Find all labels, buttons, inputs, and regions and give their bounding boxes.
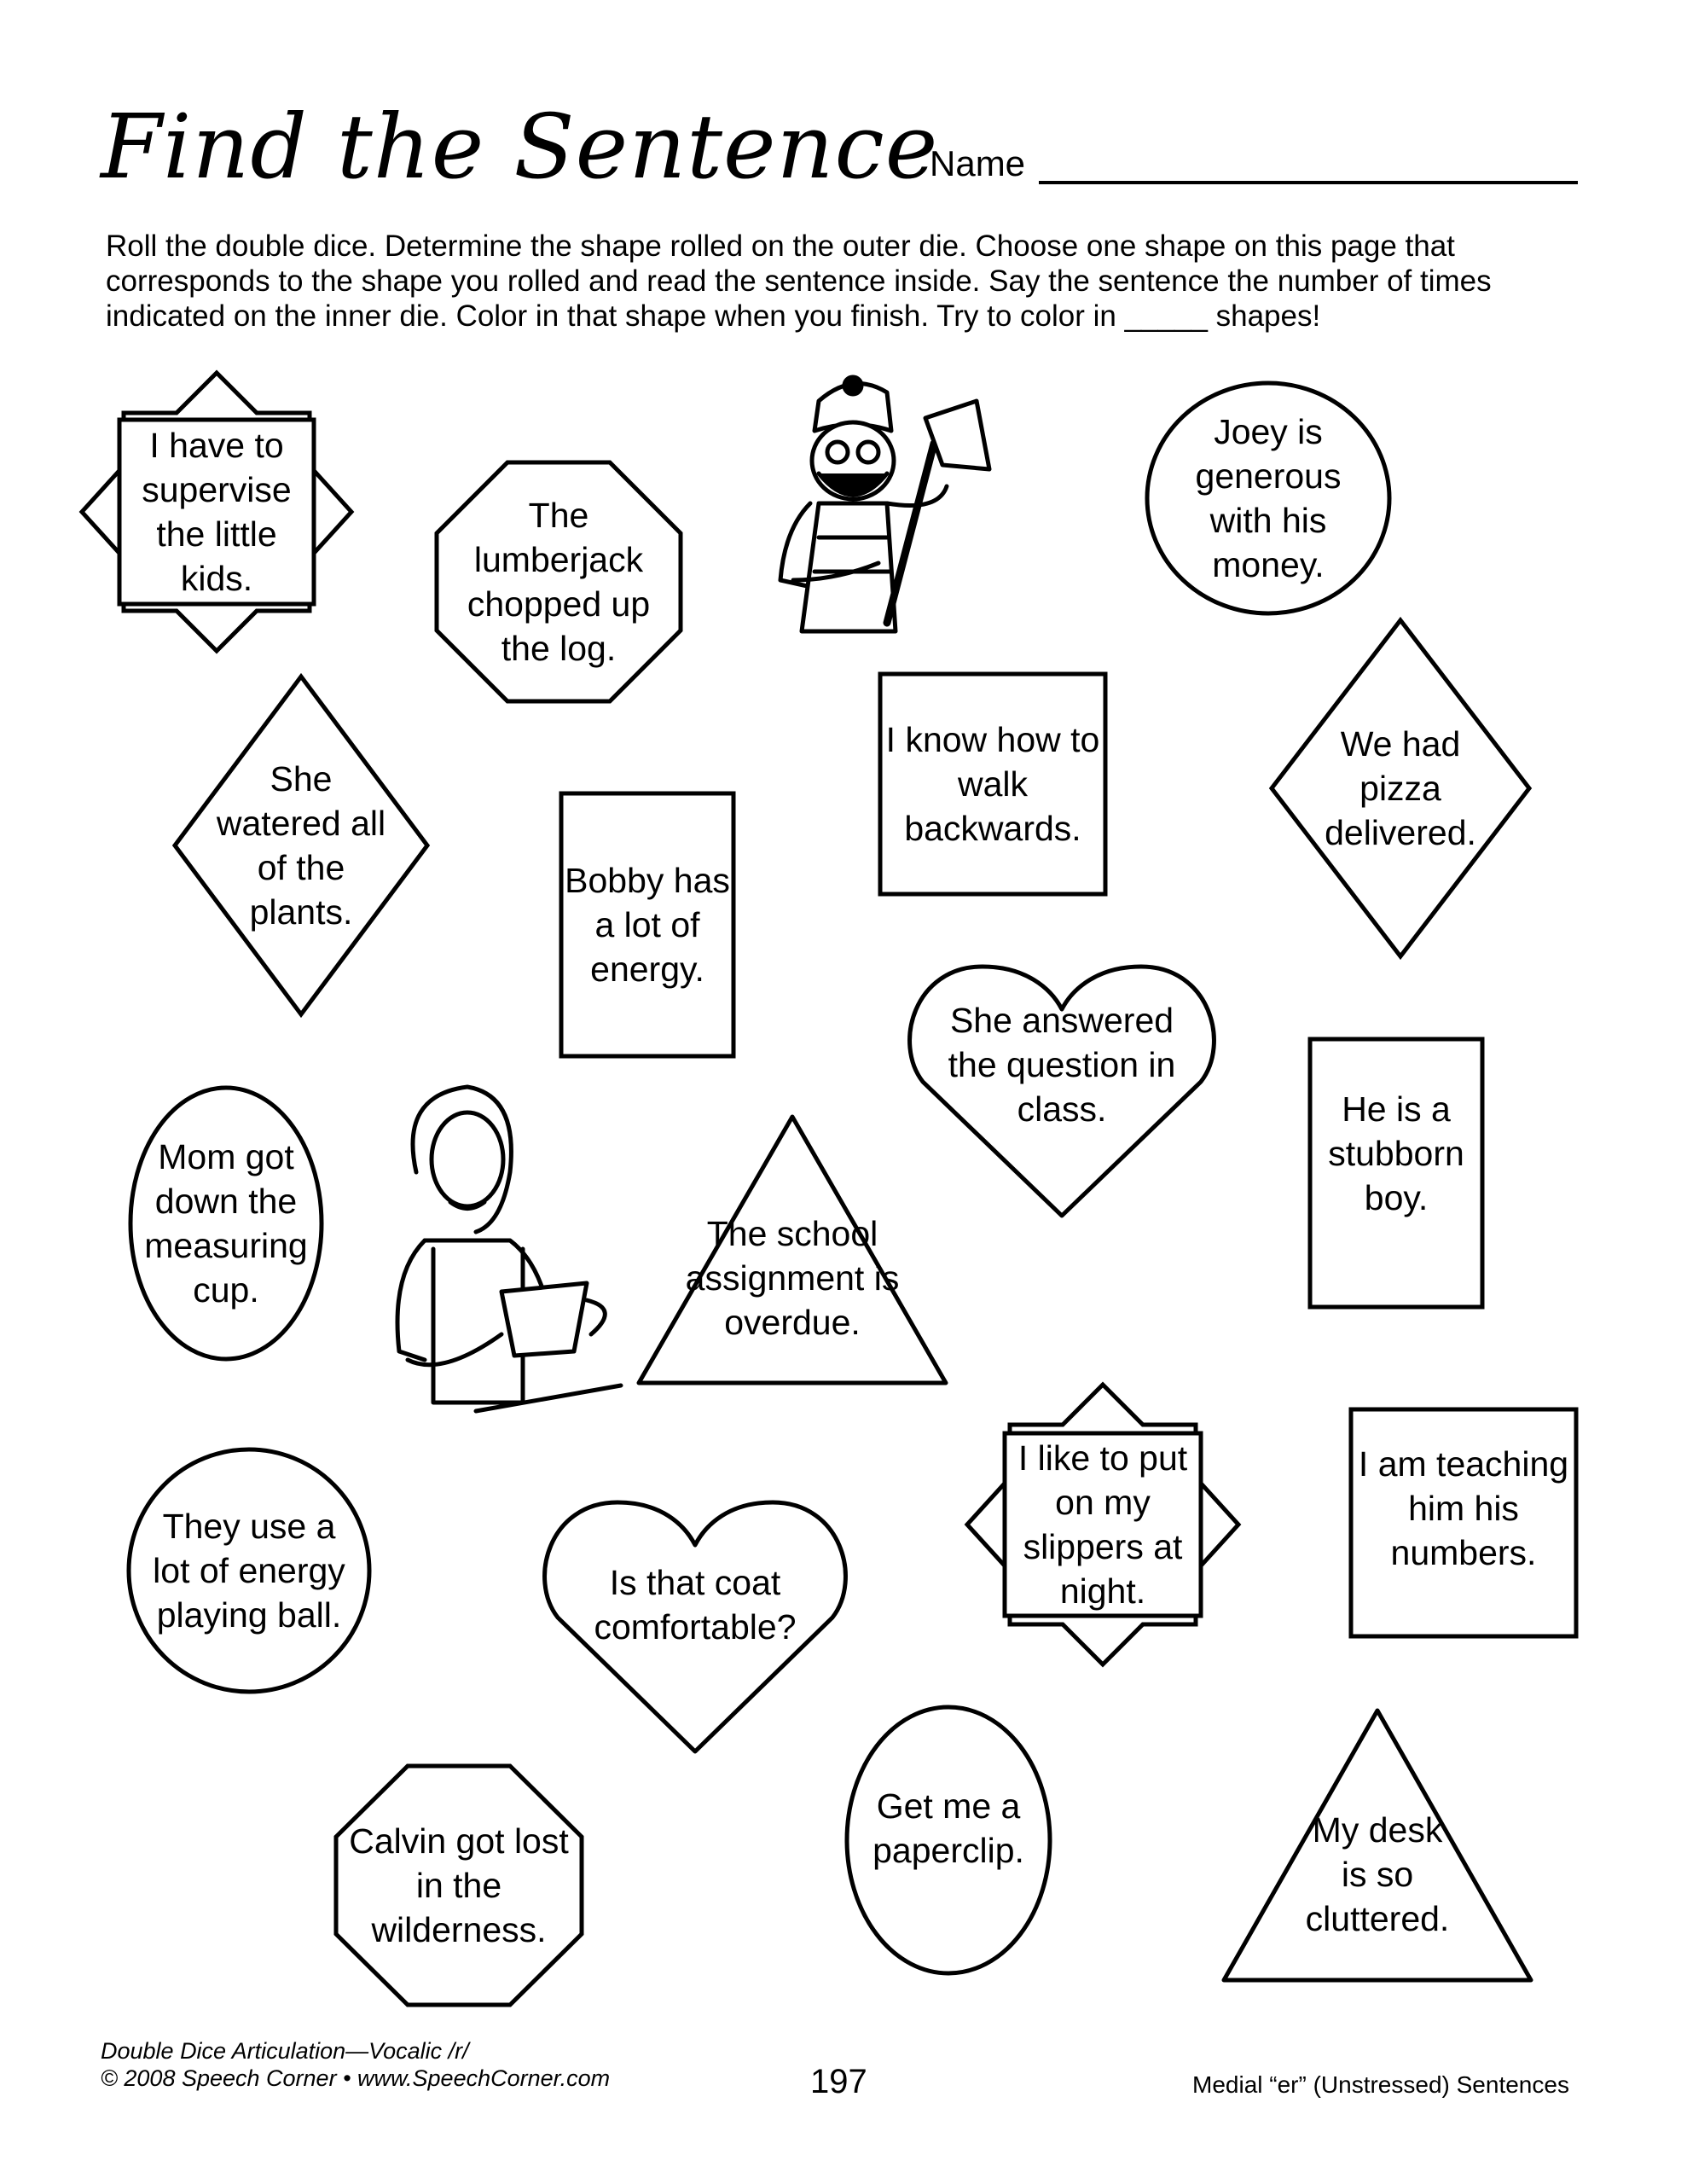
circle-outline-icon bbox=[1145, 380, 1392, 616]
star-outline-icon bbox=[964, 1381, 1242, 1668]
triangle-outline-icon bbox=[1221, 1708, 1533, 1983]
rectangle-outline-icon bbox=[878, 671, 1108, 897]
rectangle-shape[interactable]: I am teaching him his numbers. bbox=[1348, 1407, 1579, 1639]
circle-shape[interactable]: Get me a paperclip. bbox=[844, 1705, 1052, 1976]
name-label: Name bbox=[930, 143, 1026, 183]
sentence-text: I know how to walk backwards. bbox=[885, 720, 1100, 848]
diamond-shape[interactable]: She watered all of the plants. bbox=[171, 672, 431, 1019]
circle-shape[interactable]: Joey is generous with his money. bbox=[1145, 380, 1392, 616]
rectangle-outline-icon bbox=[1348, 1407, 1579, 1639]
star-shape[interactable]: I have to supervise the little kids. bbox=[75, 369, 358, 654]
lumberjack-clipart bbox=[768, 367, 1041, 648]
heart-shape[interactable]: She answered the question in class. bbox=[906, 962, 1218, 1218]
circle-outline-icon bbox=[126, 1447, 372, 1694]
sentence-text: She watered all of the plants. bbox=[216, 759, 386, 932]
sentence-text: We had pizza delivered. bbox=[1325, 724, 1476, 852]
star-outline-icon bbox=[78, 369, 355, 654]
triangle-shape[interactable]: My desk is so cluttered. bbox=[1221, 1708, 1533, 1983]
sentence-text: I am teaching him his numbers. bbox=[1358, 1444, 1569, 1572]
lumberjack-icon bbox=[778, 375, 992, 634]
sentence-text: He is a stubborn boy. bbox=[1328, 1089, 1464, 1217]
woman-measuring-cup-clipart bbox=[374, 1078, 629, 1437]
instructions: Roll the double dice. Determine the shap… bbox=[106, 229, 1492, 333]
circle-outline-icon bbox=[844, 1705, 1052, 1976]
page-number: 197 bbox=[810, 2063, 867, 2100]
footer-section: Medial “er” (Unstressed) Sentences bbox=[1192, 2071, 1569, 2098]
octagon-shape[interactable]: The lumberjack chopped up the log. bbox=[434, 460, 683, 704]
sentence-text: Joey is generous with his money. bbox=[1195, 412, 1342, 584]
circle-outline-icon bbox=[128, 1085, 324, 1362]
page-title: Find the Sentence bbox=[101, 95, 939, 199]
sentence-text: I like to put on my slippers at night. bbox=[1017, 1438, 1188, 1611]
woman-icon bbox=[395, 1084, 623, 1414]
footer-book-title: Double Dice Articulation—Vocalic /r/ bbox=[101, 2038, 469, 2064]
octagon-outline-icon bbox=[434, 460, 683, 704]
diamond-shape[interactable]: We had pizza delivered. bbox=[1268, 616, 1533, 961]
rectangle-shape[interactable]: He is a stubborn boy. bbox=[1307, 1037, 1485, 1310]
rectangle-shape[interactable]: I know how to walk backwards. bbox=[878, 671, 1108, 897]
sentence-text: Mom got down the measuring cup. bbox=[144, 1137, 308, 1310]
rectangle-outline-icon bbox=[1307, 1037, 1485, 1310]
heart-shape[interactable]: Is that coat comfortable? bbox=[541, 1498, 849, 1754]
sentence-text: Calvin got lost in the wilderness. bbox=[349, 1821, 569, 1949]
sentence-text: The lumberjack chopped up the log. bbox=[467, 496, 651, 668]
triangle-outline-icon bbox=[636, 1114, 948, 1385]
sentence-text: Bobby has a lot of energy. bbox=[565, 861, 730, 989]
sentence-text: The school assignment is overdue. bbox=[685, 1214, 900, 1342]
triangle-shape[interactable]: The school assignment is overdue. bbox=[636, 1114, 948, 1385]
circle-shape[interactable]: They use a lot of energy playing ball. bbox=[126, 1447, 372, 1694]
footer-copyright: © 2008 Speech Corner • www.SpeechCorner.… bbox=[101, 2065, 611, 2091]
sentence-text: She answered the question in class. bbox=[948, 1001, 1176, 1129]
sentence-text: I have to supervise the little kids. bbox=[142, 426, 292, 598]
rectangle-shape[interactable]: Bobby has a lot of energy. bbox=[559, 791, 736, 1059]
sentence-text: Get me a paperclip. bbox=[872, 1786, 1024, 1870]
diamond-outline-icon bbox=[1268, 616, 1533, 961]
diamond-outline-icon bbox=[171, 672, 431, 1019]
footer-credits: Double Dice Articulation—Vocalic /r/ © 2… bbox=[101, 2037, 610, 2092]
rectangle-outline-icon bbox=[559, 791, 736, 1059]
sentence-text: Is that coat comfortable? bbox=[594, 1563, 797, 1647]
circle-shape[interactable]: Mom got down the measuring cup. bbox=[128, 1085, 324, 1362]
octagon-outline-icon bbox=[333, 1763, 584, 2007]
sentence-text: They use a lot of energy playing ball. bbox=[153, 1507, 345, 1635]
heart-outline-icon bbox=[542, 1500, 848, 1754]
star-shape[interactable]: I like to put on my slippers at night. bbox=[960, 1381, 1245, 1668]
sentence-text: My desk is so cluttered. bbox=[1305, 1810, 1450, 1938]
heart-outline-icon bbox=[907, 964, 1216, 1218]
name-blank-line bbox=[1039, 181, 1578, 184]
octagon-shape[interactable]: Calvin got lost in the wilderness. bbox=[333, 1763, 584, 2007]
